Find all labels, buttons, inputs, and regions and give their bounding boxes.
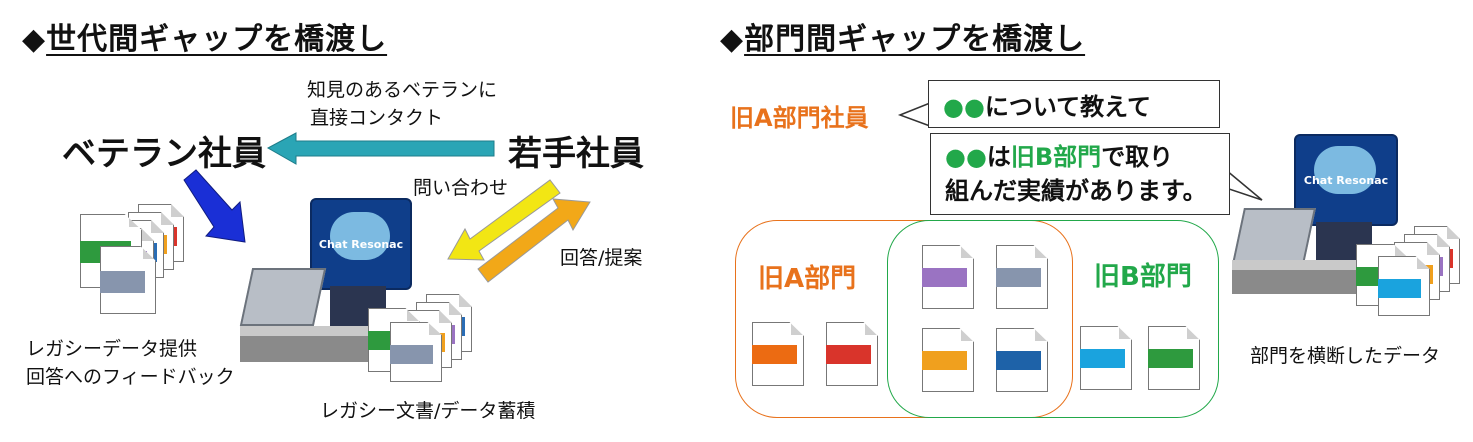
- cross-dept-label: 部門を横断したデータ: [1250, 345, 1441, 367]
- diamond-icon: ◆: [22, 22, 47, 57]
- answer-bubble: ●●は旧B部門で取り 組んだ実績があります。: [930, 133, 1230, 215]
- legacy-document-stack: [78, 196, 218, 326]
- question-dots: ●●: [943, 93, 985, 121]
- answer-arrow: [477, 198, 591, 283]
- document-icon: [390, 322, 442, 382]
- answer-dept: 旧B部門: [1010, 143, 1102, 171]
- right-section-title: ◆部門間ギャップを橋渡し: [720, 14, 1085, 58]
- right-title-text: 部門間ギャップを橋渡し: [744, 22, 1086, 57]
- question-bubble: ●●について教えて: [928, 80, 1220, 128]
- document-icon: [922, 245, 974, 309]
- dept-a-region: [735, 220, 1073, 418]
- answer-text-2: で取り: [1101, 143, 1174, 171]
- brain-icon: [1314, 146, 1376, 194]
- answer-text-line2: 組んだ実績があります。: [945, 177, 1207, 205]
- ai-assistant-figure: Chat Resonac: [239, 198, 480, 382]
- document-icon: [922, 328, 974, 392]
- document-icon: [1378, 256, 1430, 316]
- document-icon: [1148, 326, 1200, 390]
- document-icon: [752, 322, 804, 386]
- left-section-title: ◆世代間ギャップを橋渡し: [22, 14, 387, 58]
- document-icon: [1080, 326, 1132, 390]
- answer-dots: ●●: [945, 143, 987, 171]
- ai-screen: Chat Resonac: [310, 198, 412, 290]
- ai-label: Chat Resonac: [1303, 174, 1389, 187]
- contact-text-line2: 直接コンタクト: [310, 107, 444, 129]
- document-icon: [996, 328, 1048, 392]
- contact-text-line1: 知見のあるベテランに: [307, 79, 498, 101]
- legacy-text-line1: レガシーデータ提供: [26, 338, 198, 360]
- dept-b-region: [887, 220, 1219, 418]
- document-icon: [826, 322, 878, 386]
- left-title-text: 世代間ギャップを橋渡し: [46, 22, 388, 57]
- answer-text-1: は: [986, 143, 1011, 171]
- inquiry-arrow: [447, 179, 561, 261]
- question-text: について教えて: [984, 93, 1151, 121]
- question-bubble-tail: [897, 101, 931, 128]
- document-icon: [100, 246, 156, 314]
- diamond-icon: ◆: [720, 22, 745, 57]
- inquiry-label: 問い合わせ: [413, 177, 509, 199]
- desk-top: [1232, 260, 1382, 270]
- ai-label: Chat Resonac: [318, 238, 404, 251]
- laptop-icon: [1232, 208, 1316, 264]
- contact-arrow: [266, 132, 495, 165]
- ai-assistant-figure-right: Chat Resonac: [1232, 130, 1462, 330]
- desk-top: [240, 326, 400, 336]
- legacy-text-line2: 回答へのフィードバック: [26, 366, 235, 388]
- accumulate-label: レガシー文書/データ蓄積: [320, 400, 536, 422]
- answer-label: 回答/提案: [560, 247, 643, 269]
- dept-a-label: 旧A部門: [758, 264, 857, 294]
- veteran-employee-label: ベテラン社員: [62, 134, 266, 174]
- brain-icon: [330, 212, 390, 260]
- provide-arrow: [183, 169, 246, 243]
- employee-label: 旧A部門社員: [730, 104, 869, 132]
- laptop-icon: [239, 268, 327, 326]
- document-icon: [996, 245, 1048, 309]
- young-employee-label: 若手社員: [508, 134, 644, 174]
- dept-b-label: 旧B部門: [1094, 262, 1192, 292]
